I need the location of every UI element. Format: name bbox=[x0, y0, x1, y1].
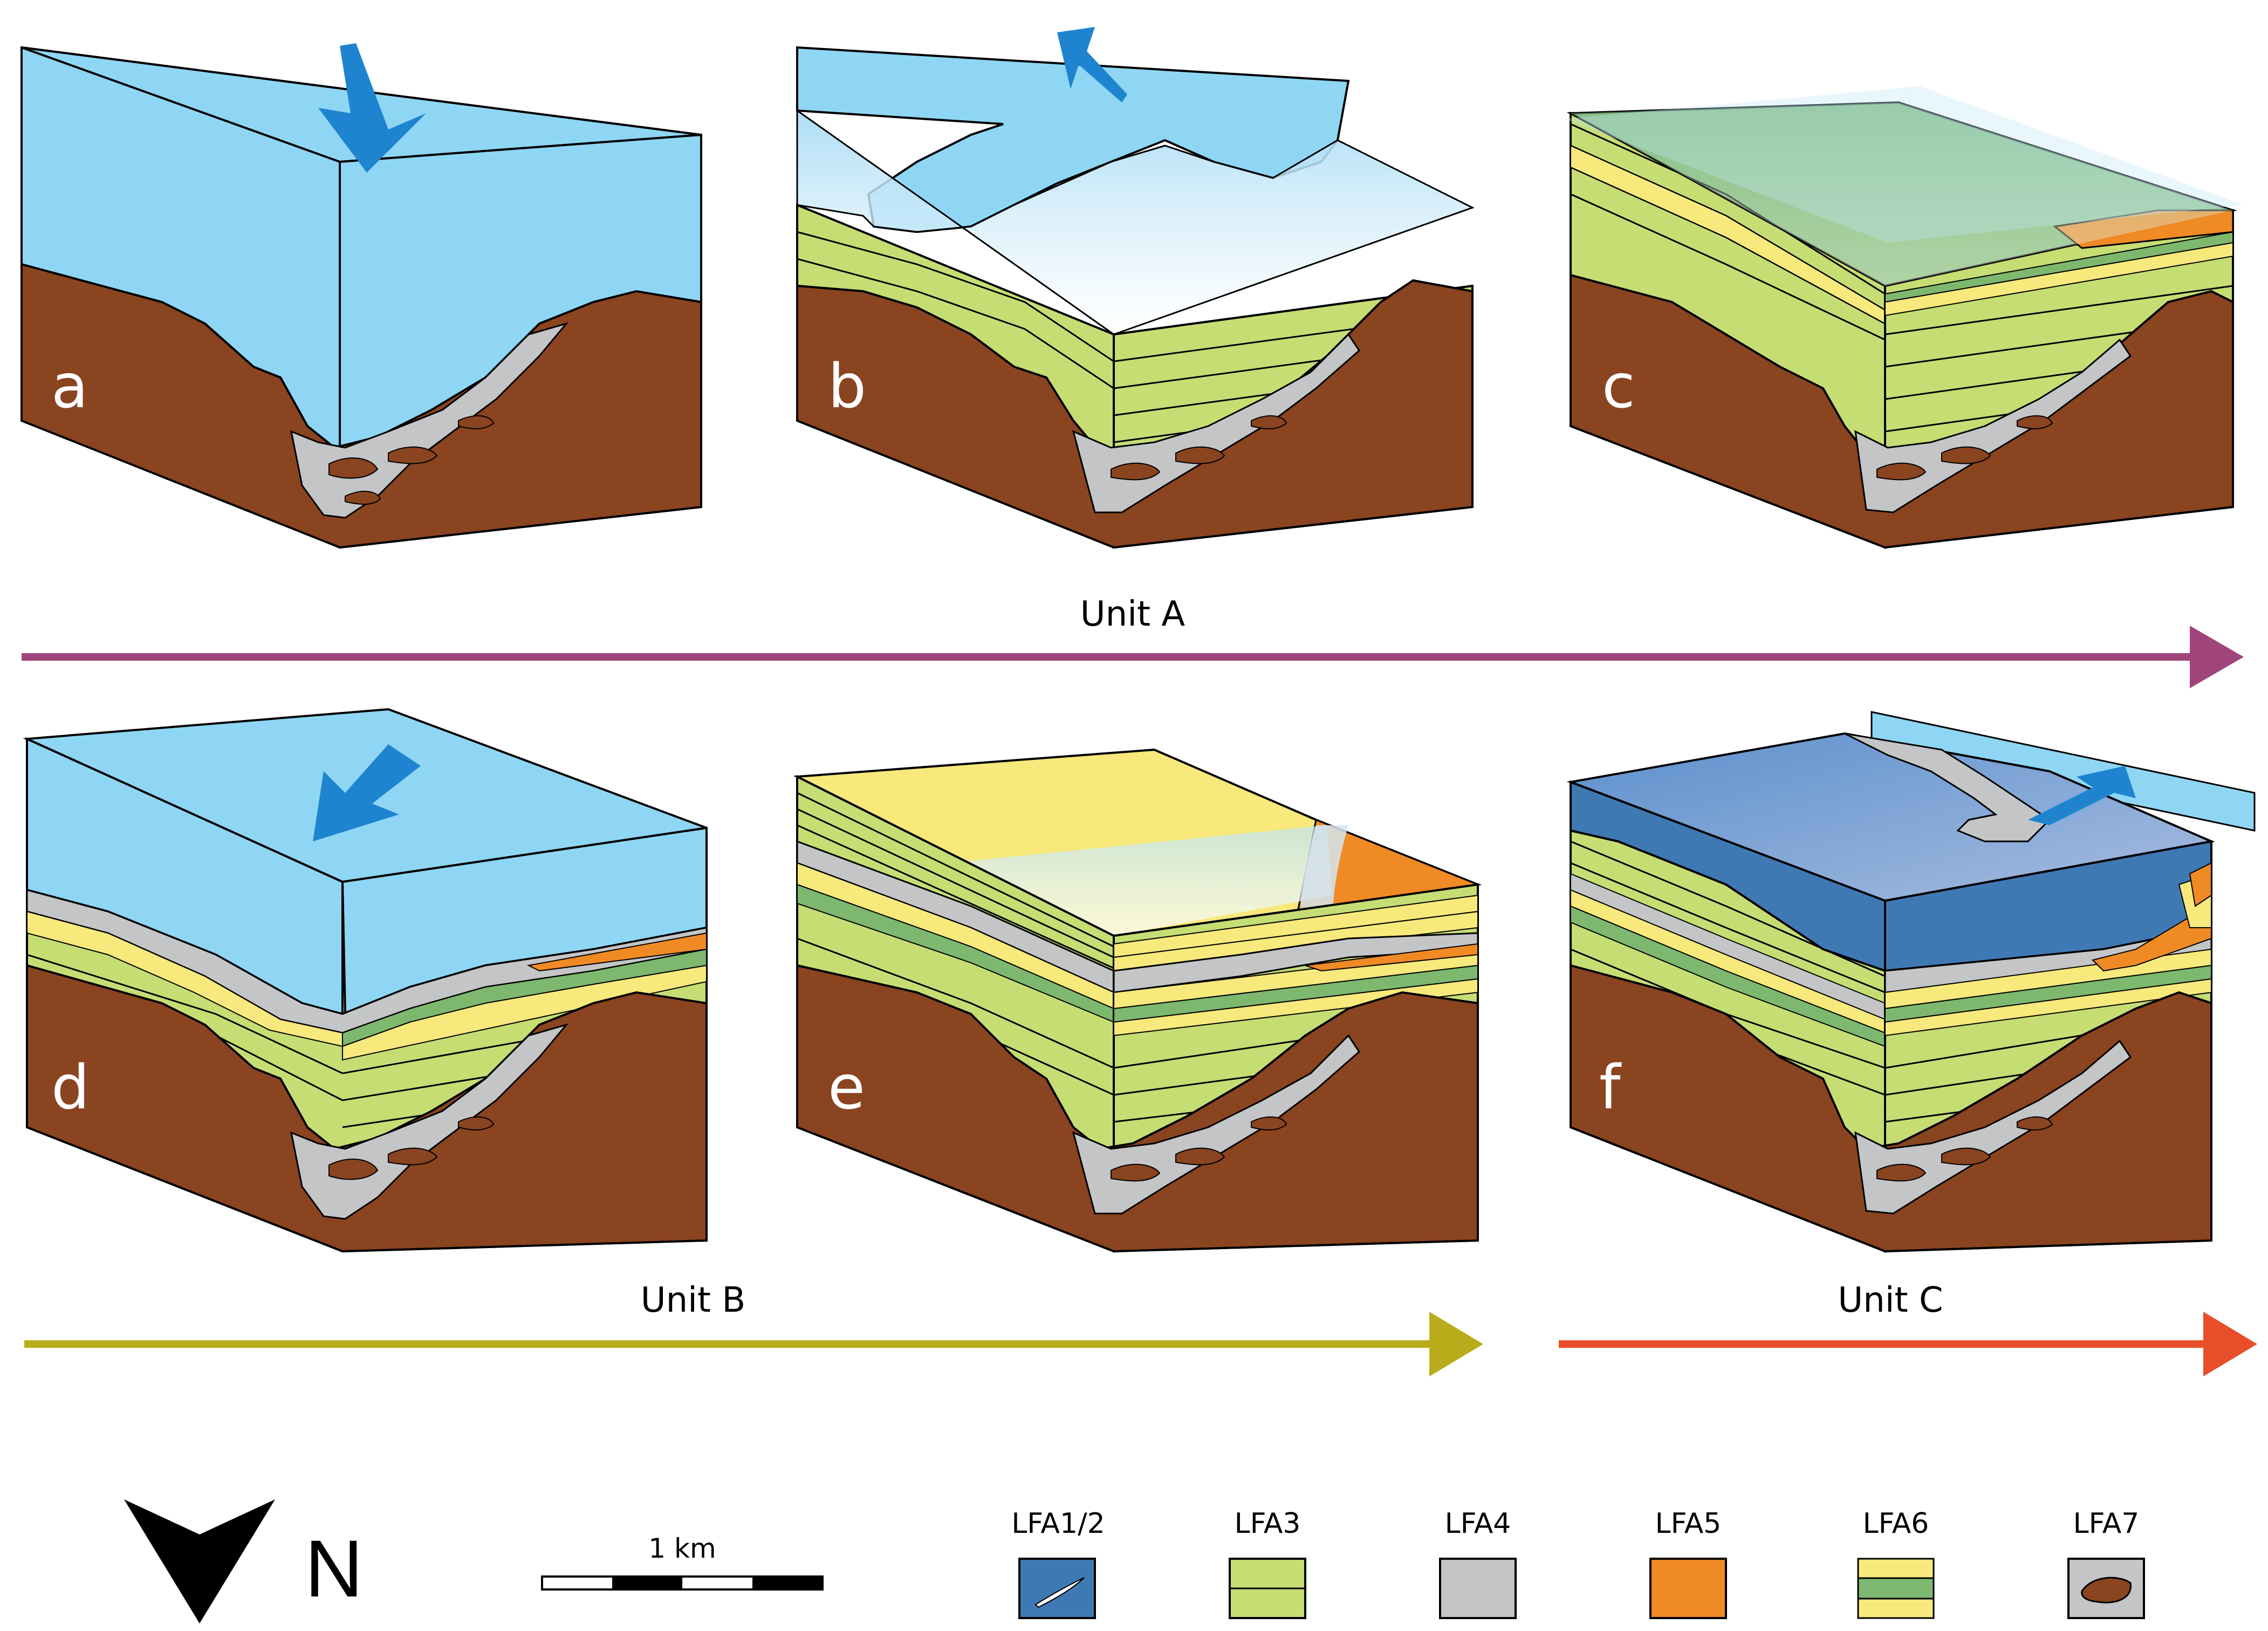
svg-text:LFA6: LFA6 bbox=[1863, 1507, 1929, 1540]
panel-c: c bbox=[1564, 86, 2244, 549]
legend-item-lfa7: LFA7 bbox=[2067, 1507, 2145, 1619]
panel-letter-c: c bbox=[1602, 352, 1635, 422]
flow-arrow-icon bbox=[313, 744, 421, 841]
north-label: N bbox=[305, 1523, 363, 1614]
panel-e: e bbox=[793, 748, 1482, 1253]
legend-item-lfa4: LFA4 bbox=[1439, 1507, 1517, 1619]
arrowhead-icon bbox=[2190, 626, 2244, 688]
panel-letter-a: a bbox=[51, 352, 88, 422]
legend: LFA1/2 LFA3 LFA4 LFA5 LFA6 LFA7 bbox=[1011, 1507, 2145, 1619]
bedrock bbox=[1570, 964, 2212, 1253]
flow-arrow-icon bbox=[2028, 766, 2136, 825]
legend-item-lfa5: LFA5 bbox=[1649, 1507, 1727, 1619]
panel-f: f bbox=[1566, 711, 2256, 1253]
unit-b-arrow: Unit B bbox=[24, 1280, 1483, 1376]
north-arrow: N bbox=[124, 1499, 363, 1623]
panel-letter-e: e bbox=[828, 1053, 865, 1123]
unit-b-label: Unit B bbox=[641, 1280, 746, 1320]
panel-letter-b: b bbox=[828, 352, 866, 422]
legend-item-lfa3: LFA3 bbox=[1229, 1507, 1306, 1619]
panel-b: b bbox=[796, 27, 1475, 549]
legend-item-lfa6: LFA6 bbox=[1857, 1507, 1935, 1619]
unit-a-arrow: Unit A bbox=[22, 594, 2244, 688]
scale-bar: 1 km bbox=[541, 1533, 824, 1591]
legend-item-lfa12: LFA1/2 bbox=[1011, 1507, 1105, 1619]
water-surface-fading bbox=[796, 109, 1475, 335]
svg-text:LFA1/2: LFA1/2 bbox=[1011, 1507, 1105, 1540]
bedrock bbox=[796, 964, 1479, 1253]
scale-label: 1 km bbox=[648, 1533, 716, 1564]
north-arrow-icon bbox=[124, 1499, 275, 1623]
lfa4-valley-fill bbox=[1854, 338, 2132, 513]
unit-c-arrow: Unit C bbox=[1559, 1280, 2257, 1376]
ice-margin-water bbox=[1870, 711, 2256, 832]
arrowhead-icon bbox=[2203, 1312, 2257, 1376]
flow-arrow-icon bbox=[318, 43, 426, 173]
flow-arrow-bidirectional-icon bbox=[1057, 27, 1127, 102]
svg-text:LFA4: LFA4 bbox=[1445, 1507, 1511, 1540]
lfa4-valley-fill bbox=[1854, 1039, 2132, 1215]
water-surface-fading bbox=[949, 825, 1332, 936]
water-surface-fading bbox=[1564, 86, 2244, 243]
arrowhead-icon bbox=[1429, 1312, 1483, 1376]
panel-letter-d: d bbox=[51, 1053, 90, 1123]
unit-c-label: Unit C bbox=[1838, 1280, 1943, 1320]
svg-text:LFA7: LFA7 bbox=[2073, 1507, 2140, 1540]
panel-d: d bbox=[23, 708, 708, 1253]
svg-text:LFA5: LFA5 bbox=[1655, 1507, 1722, 1540]
svg-text:LFA3: LFA3 bbox=[1235, 1507, 1301, 1540]
lfa5-delta bbox=[526, 932, 707, 972]
panel-a: a bbox=[20, 43, 702, 549]
panel-letter-f: f bbox=[1599, 1053, 1622, 1123]
unit-a-label: Unit A bbox=[1080, 594, 1186, 634]
